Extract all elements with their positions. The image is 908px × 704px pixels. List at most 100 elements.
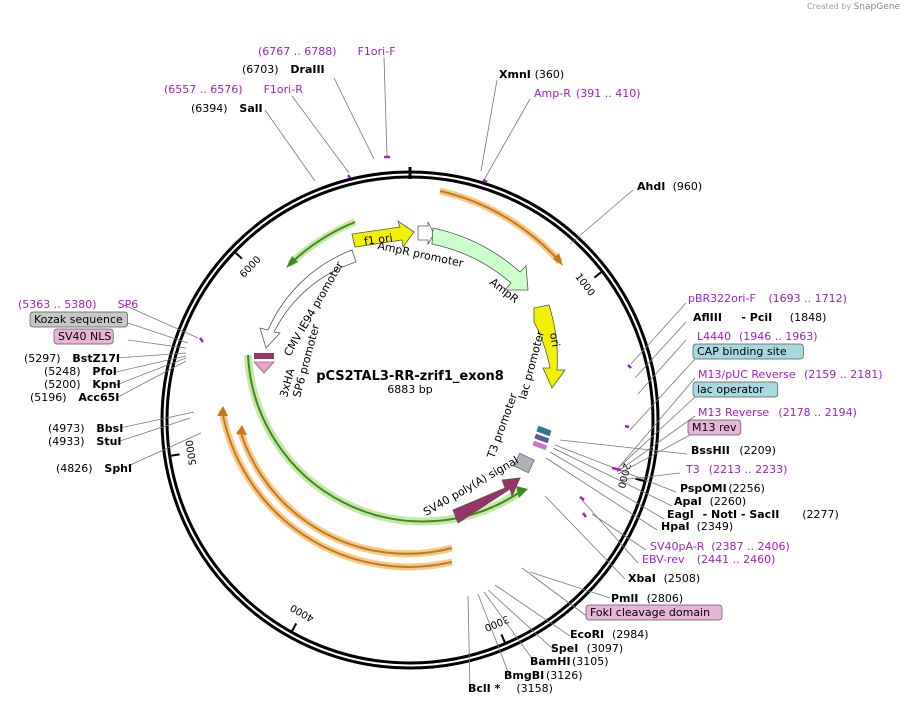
- label-box-32: [29, 311, 128, 328]
- label-left-28: BamHI: [530, 655, 571, 668]
- label-right-36: KpnI: [92, 378, 120, 391]
- label-right-37: Acc65I: [78, 391, 119, 404]
- label-left-34: (5297): [24, 352, 61, 365]
- label-left-22: EBV-rev: [642, 553, 685, 566]
- feature-cmv-promoter[interactable]: [259, 249, 357, 349]
- label-mid-8: - PciI: [741, 311, 772, 324]
- label-left-6: AhdI: [637, 180, 665, 193]
- plasmid-length: 6883 bp: [387, 383, 432, 396]
- tick-mark-4000: [291, 622, 298, 632]
- label-right-5: (391 .. 410): [576, 87, 641, 100]
- label-left-37: (5196): [30, 391, 67, 404]
- label-left-15: BssHII: [691, 444, 730, 457]
- orf-bottom-inner: [236, 428, 453, 558]
- snapgene-credit: Created by SnapGene: [807, 2, 900, 12]
- label-left-5: Amp-R: [534, 87, 571, 100]
- label-right-38: BbsI: [96, 422, 123, 435]
- label-left-13: M13 Reverse: [698, 406, 769, 419]
- label-right-17: (2256): [728, 482, 765, 495]
- label-right-6: (960): [673, 180, 703, 193]
- label-left-20: HpaI: [661, 520, 690, 533]
- label-box-14: [687, 419, 742, 436]
- feature-f1-ori[interactable]: [351, 219, 415, 249]
- label-f1-ori: f1 ori: [363, 231, 393, 248]
- feature-lac-small[interactable]: [536, 425, 552, 437]
- plasmid-name: pCS2TAL3-RR-zrif1_exon8: [316, 369, 504, 384]
- orf-green-large-head: [516, 486, 528, 498]
- label-left-38: (4973): [48, 422, 85, 435]
- feature-nls[interactable]: [254, 353, 274, 359]
- label-right-3: SalI: [239, 102, 262, 115]
- label-right-40: SphI: [104, 462, 132, 475]
- label-left-4: XmnI: [499, 68, 531, 81]
- label-left-24: PmlI: [611, 592, 638, 605]
- label-left-11: M13/pUC Reverse: [698, 368, 796, 381]
- orf-bottom-outer-head: [217, 406, 228, 416]
- feature-ampr[interactable]: [431, 227, 529, 291]
- label-right-8: (1848): [790, 311, 827, 324]
- label-right-18: (2260): [710, 495, 747, 508]
- label-box-33: [53, 328, 114, 345]
- label-right-30: (3158): [516, 682, 553, 695]
- label-right-0: F1ori-F: [358, 45, 396, 58]
- label-right-26: (2984): [612, 628, 649, 641]
- label-mid-19: - NotI - SacII: [703, 508, 780, 521]
- label-right-29: (3126): [546, 669, 583, 682]
- snapgene-logo: SnapGene: [853, 2, 900, 12]
- leader-lines: [115, 56, 696, 691]
- label-right-7: (1693 .. 1712): [768, 292, 847, 305]
- label-right-35: PfoI: [92, 365, 117, 378]
- label-left-29: BmgBI: [504, 669, 544, 682]
- tick-mark-5000: [170, 453, 180, 457]
- label-left-26: EcoRI: [570, 628, 604, 641]
- credit-prefix: Created by: [807, 2, 852, 11]
- label-t3-promoter: T3 promoter: [484, 391, 520, 461]
- feature-m13-rev[interactable]: [532, 440, 548, 451]
- label-box-text-25: FokI cleavage domain: [590, 606, 710, 619]
- primer-marks: [199, 155, 632, 518]
- label-ori: ori: [547, 332, 562, 348]
- feature-lac-operator[interactable]: [534, 433, 550, 444]
- feature-sv40-polya[interactable]: [452, 477, 521, 524]
- label-box-text-32: Kozak sequence: [34, 313, 123, 326]
- label-left-7: pBR322ori-F: [688, 292, 756, 305]
- orf-top-right-head: [553, 253, 563, 266]
- label-left-17: PspOMI: [680, 482, 727, 495]
- tick-mark-6000: [234, 251, 243, 260]
- label-left-18: ApaI: [674, 495, 702, 508]
- label-right-20: (2349): [697, 520, 734, 533]
- label-left-19: EagI: [667, 508, 694, 521]
- label-left-3: (6394): [191, 102, 228, 115]
- label-left-35: (5248): [44, 365, 81, 378]
- label-left-9: L4440: [697, 330, 731, 343]
- label-box-text-10: CAP binding site: [697, 345, 787, 358]
- label-right-15: (2209): [739, 444, 776, 457]
- feature-t3-box[interactable]: [513, 452, 535, 474]
- label-right-22: (2441 .. 2460): [697, 553, 776, 566]
- label-right-4: (360): [535, 68, 565, 81]
- tick-label-4000: 4000: [289, 601, 317, 623]
- label-box-text-12: lac operator: [697, 383, 764, 396]
- orf-bottom-inner-core: [239, 429, 453, 555]
- label-right-27: (3097): [587, 642, 624, 655]
- tick-label-5000: 5000: [185, 439, 200, 466]
- label-left-40: (4826): [56, 462, 93, 475]
- label-box-text-33: SV40 NLS: [58, 330, 111, 343]
- label-right-24: (2806): [647, 592, 684, 605]
- label-right-19: (2277): [802, 508, 839, 521]
- label-left-21: SV40pA-R: [650, 540, 705, 553]
- orf-bottom-outer-core: [221, 409, 453, 568]
- label-right-28: (3105): [572, 655, 609, 668]
- orf-bottom-inner-head: [236, 425, 247, 435]
- label-right-23: (2508): [664, 572, 701, 585]
- label-right-34: BstZ17I: [72, 352, 120, 365]
- feature-ori[interactable]: [533, 304, 566, 389]
- label-left-23: XbaI: [628, 572, 656, 585]
- orf-top-right-core: [439, 190, 561, 263]
- label-left-36: (5200): [44, 378, 81, 391]
- label-right-21: (2387 .. 2406): [711, 540, 790, 553]
- label-right-16: (2213 .. 2233): [709, 463, 788, 476]
- label-right-2: F1ori-R: [264, 83, 304, 96]
- feature-ha-tag[interactable]: [253, 361, 275, 374]
- feature-small-white[interactable]: [417, 221, 435, 246]
